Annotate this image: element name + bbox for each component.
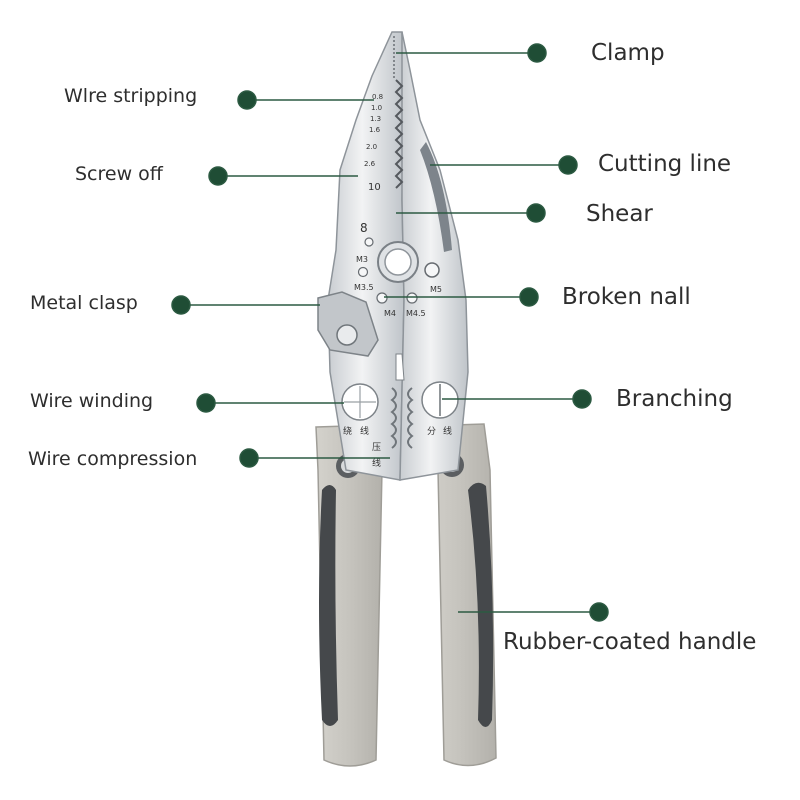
gauge-mark: 1.6: [369, 126, 381, 134]
leader-cutting-line: [430, 155, 578, 175]
label-shear: Shear: [586, 201, 653, 227]
press-mark: 线: [372, 457, 381, 469]
size-mark: 10: [368, 182, 381, 193]
right-handle: [420, 423, 497, 767]
tool-markings: 0.8 1.0 1.3 1.6 2.0 2.6 10 8 M3 M3.5 M4 …: [343, 93, 452, 469]
label-screw-off: Screw off: [75, 163, 163, 185]
screw-size-mark: M4: [384, 309, 396, 318]
gauge-mark: 2.6: [364, 160, 376, 168]
label-wire-winding: Wire winding: [30, 390, 154, 412]
label-wire-compression: Wire compression: [28, 448, 198, 470]
gauge-mark: 1.0: [371, 104, 382, 112]
label-wire-stripping: Wlre stripping: [64, 85, 198, 107]
gauge-mark: 0.8: [372, 93, 383, 101]
leader-branching: [442, 389, 592, 409]
winding-mark: 线: [360, 425, 369, 437]
press-mark: 压: [372, 442, 381, 453]
leader-screw-off: [208, 166, 358, 186]
screw-size-mark: M5: [430, 285, 442, 294]
branch-mark: 线: [443, 425, 452, 437]
branch-mark: 分: [427, 426, 436, 437]
size-mark: 8: [360, 221, 368, 235]
label-cutting-line: Cutting line: [598, 151, 732, 177]
label-branching: Branching: [616, 386, 733, 412]
label-clamp: Clamp: [591, 40, 665, 66]
gauge-mark: 1.3: [370, 115, 381, 123]
leader-clamp: [396, 43, 547, 63]
leader-rubber-handle: [458, 602, 609, 622]
leader-lines: [171, 43, 609, 622]
left-handle: [315, 424, 383, 767]
screw-size-mark: M3: [356, 255, 368, 264]
label-rubber-handle: Rubber-coated handle: [503, 629, 757, 655]
leader-wire-stripping: [237, 90, 374, 110]
leader-broken-nail: [384, 287, 539, 307]
leader-shear: [396, 203, 546, 223]
leader-metal-clasp: [171, 295, 320, 315]
screw-size-mark: M4.5: [406, 309, 426, 318]
winding-mark: 绕: [343, 425, 352, 437]
pliers-head: [317, 31, 469, 481]
label-broken-nail: Broken nall: [562, 284, 691, 310]
gauge-mark: 2.0: [366, 143, 377, 151]
leader-wire-winding: [196, 393, 344, 413]
screw-size-mark: M3.5: [354, 283, 374, 292]
leader-wire-compression: [239, 448, 390, 468]
label-metal-clasp: Metal clasp: [30, 292, 138, 314]
